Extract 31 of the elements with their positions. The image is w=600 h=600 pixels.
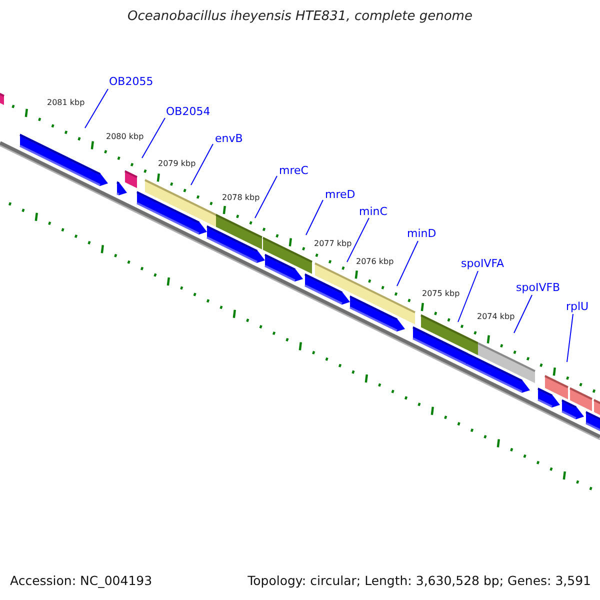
- leader-line: [190, 144, 214, 186]
- position-label: 2077 kbp: [314, 240, 352, 249]
- leader-line: [84, 88, 108, 128]
- gene-label: OB2054: [166, 106, 210, 118]
- gene-label: OB2055: [109, 76, 154, 88]
- position-label: 2076 kbp: [356, 258, 394, 267]
- gene-label: mreC: [279, 165, 308, 178]
- position-label: 2079 kbp: [158, 160, 196, 169]
- gene-label: spoIVFA: [461, 258, 504, 270]
- position-label: 2075 kbp: [422, 290, 460, 299]
- gene-label: minC: [359, 206, 388, 218]
- position-label: 2078 kbp: [222, 194, 260, 203]
- leader-line: [396, 240, 418, 286]
- gene-label: envB: [215, 133, 243, 146]
- leader-line: [458, 270, 478, 322]
- accession-note: Accession: NC_004193: [10, 574, 152, 588]
- position-label: 2074 kbp: [477, 313, 515, 322]
- leader-line: [566, 314, 574, 362]
- diagram-title: Oceanobacillus iheyensis HTE831, complete genome: [126, 10, 474, 24]
- gene-label: mreD: [325, 189, 356, 202]
- leader-line: [142, 118, 166, 158]
- leader-line: [514, 294, 532, 334]
- genome-info-note: Topology: circular; Length: 3,630,528 bp; Genes: 3,591: [248, 574, 591, 588]
- gene-label: minD: [407, 228, 436, 240]
- position-label: 2080 kbp: [106, 133, 144, 142]
- position-label: 2081 kbp: [47, 99, 85, 108]
- gene-label: rplU: [566, 301, 589, 314]
- leader-line: [306, 200, 324, 236]
- leader-line: [254, 176, 278, 218]
- leader-line: [346, 218, 370, 262]
- gene-label: spoIVFB: [516, 282, 560, 294]
